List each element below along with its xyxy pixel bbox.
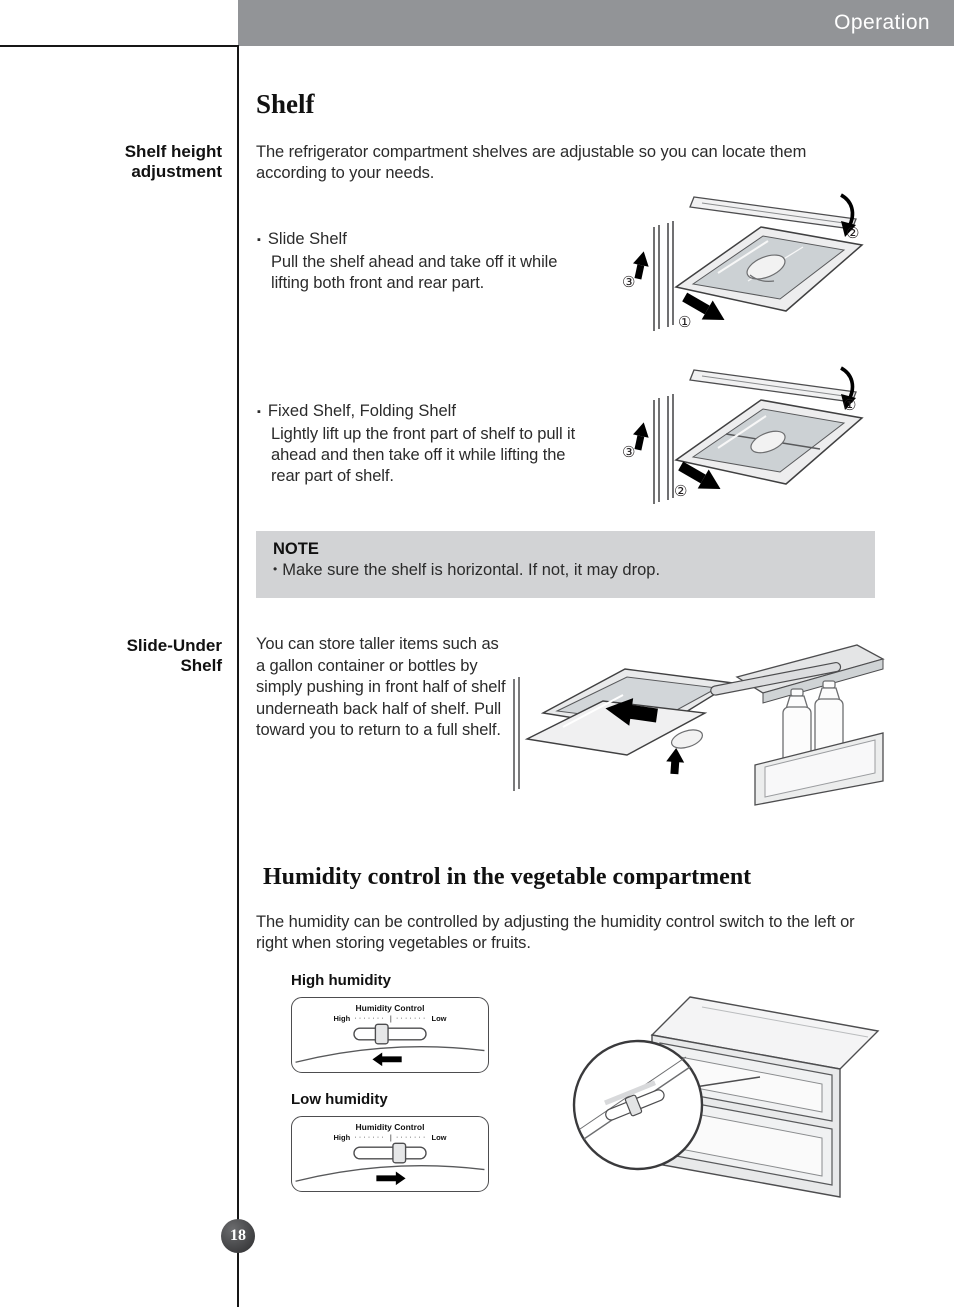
vegetable-compartment-drawing: [572, 996, 880, 1198]
vegetable-compartment-illustration: [540, 985, 885, 1215]
page-number-badge: 18: [221, 1219, 255, 1253]
slide-under-body: You can store taller items such as a gal…: [256, 635, 506, 739]
fixed-shelf-item: ▪ Fixed Shelf, Folding Shelf: [257, 402, 456, 421]
dot-bullet-icon: •: [273, 562, 278, 576]
fixed-shelf-drawing: [633, 366, 864, 504]
marker-3: ③: [622, 274, 636, 291]
square-bullet-icon: ▪: [257, 234, 261, 246]
page-number: 18: [230, 1227, 246, 1244]
sidebar-slide-under-line1: Slide-Under: [126, 636, 222, 655]
low-humidity-label: Low humidity: [291, 1091, 388, 1108]
sidebar-shelf-height-line2: adjustment: [131, 162, 222, 181]
humidity-section-title: Humidity control in the vegetable compar…: [263, 864, 752, 890]
note-line: • Make sure the shelf is horizontal. If n…: [273, 561, 875, 580]
fixed-shelf-body: Lightly lift up the front part of shelf …: [271, 425, 576, 485]
slide-shelf-illustration: ② ③ ①: [598, 183, 885, 345]
humidity-control-title: Humidity Control: [355, 1003, 425, 1013]
scale-divider: |: [389, 1014, 392, 1023]
low-humidity-control-drawing: [295, 1142, 485, 1186]
scale-dots-left: ·······: [354, 1132, 386, 1141]
shelf-intro-text: The refrigerator compartment shelves are…: [256, 143, 807, 182]
scale-low-label: Low: [431, 1014, 447, 1023]
fixed-shelf-label: Fixed Shelf, Folding Shelf: [267, 402, 456, 420]
scale-high-label: High: [333, 1014, 351, 1023]
high-humidity-control: Humidity Control High ······· | ······· …: [291, 997, 489, 1073]
marker-3: ③: [622, 444, 636, 461]
low-humidity-control: Humidity Control High ······· | ······· …: [291, 1116, 489, 1192]
high-humidity-label: High humidity: [291, 972, 391, 989]
shelf-section-title: Shelf: [256, 89, 315, 119]
scale-low-label: Low: [431, 1133, 447, 1142]
slide-shelf-drawing: [633, 193, 864, 331]
page-header-title: Operation: [834, 11, 930, 34]
note-body: Make sure the shelf is horizontal. If no…: [282, 561, 661, 579]
high-humidity-control-drawing: [295, 1023, 485, 1067]
marker-1: ①: [843, 397, 857, 414]
slide-shelf-item: ▪ Slide Shelf: [257, 230, 347, 249]
slide-shelf-body: Pull the shelf ahead and take off it whi…: [271, 253, 558, 292]
slide-under-illustration: [505, 617, 885, 807]
scale-dots-left: ·······: [354, 1013, 386, 1022]
marker-1: ①: [678, 314, 692, 331]
slide-under-drawing: [513, 644, 885, 806]
square-bullet-icon: ▪: [257, 406, 261, 418]
slide-shelf-label: Slide Shelf: [267, 230, 347, 248]
note-title: NOTE: [273, 540, 319, 558]
humidity-intro-text: The humidity can be controlled by adjust…: [256, 913, 855, 952]
scale-divider: |: [389, 1133, 392, 1142]
sidebar-shelf-height-label: Shelf height adjustment: [30, 142, 222, 182]
header-bar: Operation: [238, 0, 954, 46]
scale-dots-right: ·······: [395, 1132, 428, 1141]
humidity-control-scale: High ······· | ······· Low: [292, 1013, 488, 1023]
scale-high-label: High: [333, 1133, 351, 1142]
sidebar-shelf-height-line1: Shelf height: [124, 142, 222, 161]
sidebar-slide-under-line2: Shelf: [180, 656, 222, 675]
note-box: NOTE • Make sure the shelf is horizontal.…: [256, 531, 875, 598]
top-rule: [0, 45, 239, 47]
sidebar-slide-under-label: Slide-Under Shelf: [30, 636, 222, 676]
fixed-shelf-illustration: ① ③ ②: [598, 356, 885, 518]
humidity-control-title: Humidity Control: [355, 1122, 425, 1132]
marker-2: ②: [674, 483, 688, 500]
marker-2: ②: [846, 225, 860, 242]
margin-rule: [237, 45, 239, 1307]
humidity-control-scale: High ······· | ······· Low: [292, 1132, 488, 1142]
scale-dots-right: ·······: [395, 1013, 428, 1022]
